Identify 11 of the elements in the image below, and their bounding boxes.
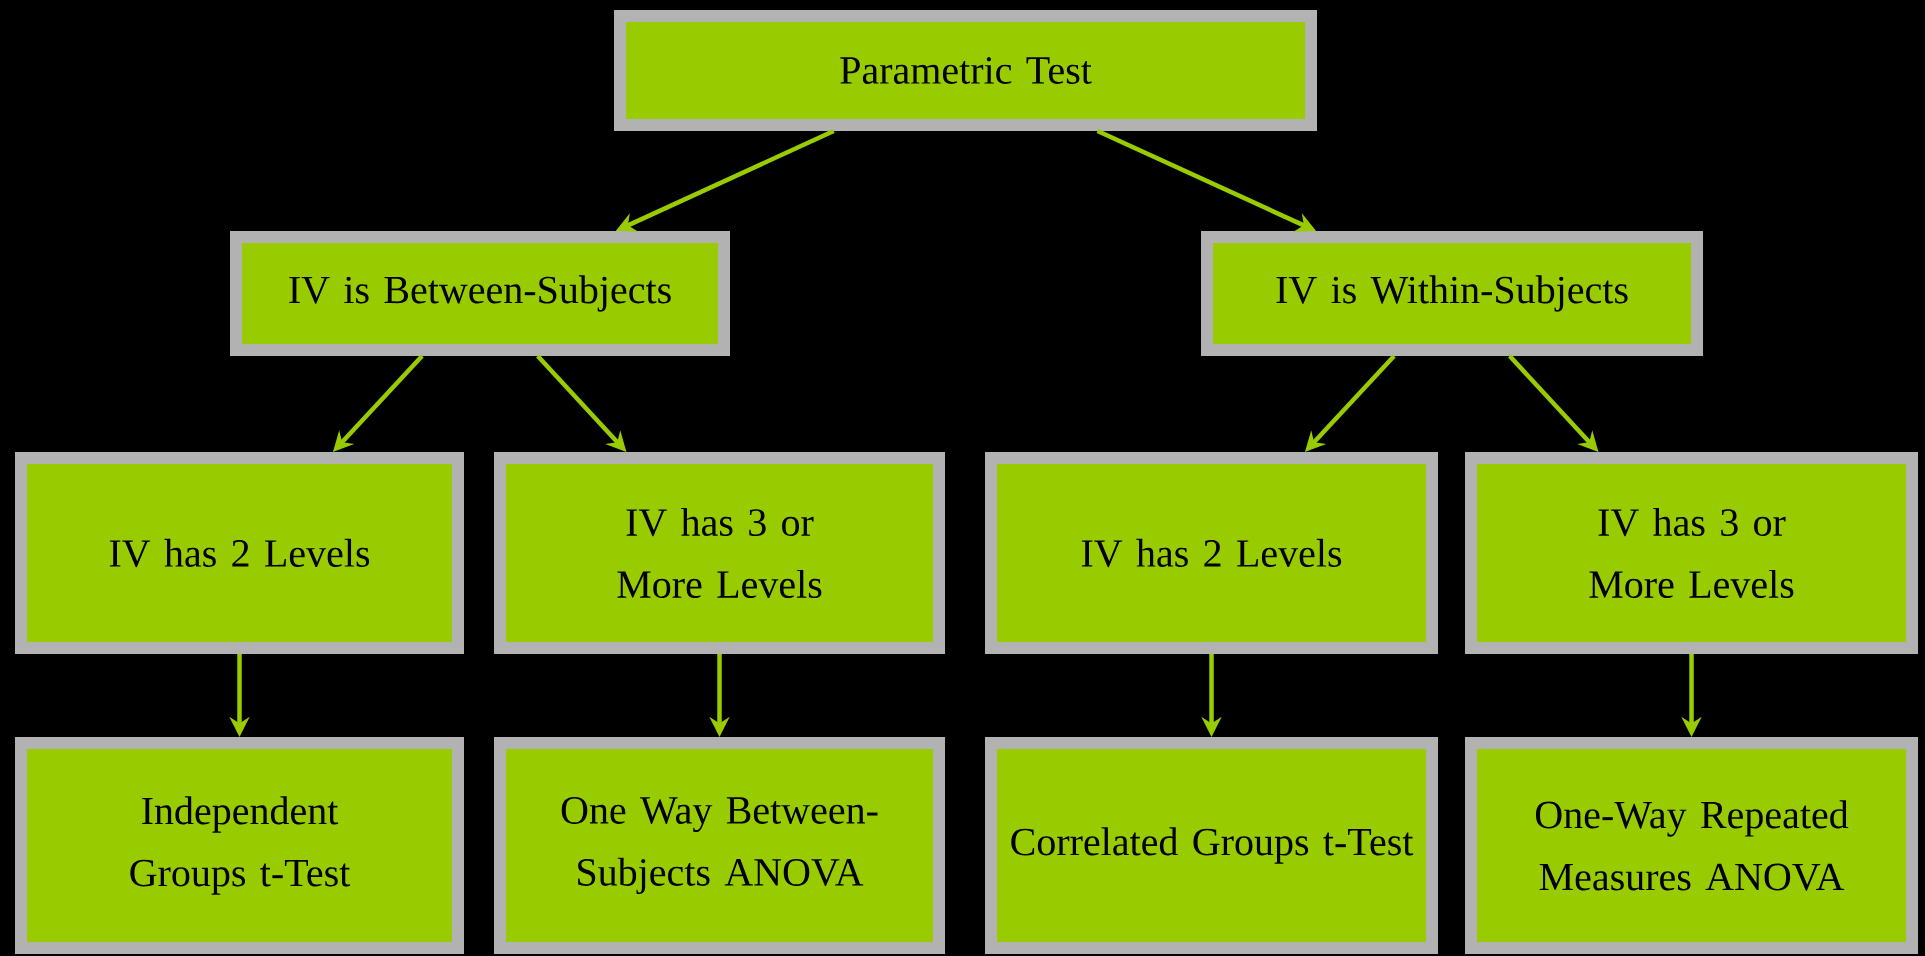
process-box: Independent Groups t-Test	[15, 737, 464, 954]
process-box: IV is Within-Subjects	[1201, 231, 1703, 356]
process-box: Parametric Test	[614, 10, 1317, 131]
process-box: IV has 3 or More Levels	[1465, 452, 1918, 654]
process-box: Correlated Groups t-Test	[985, 737, 1438, 954]
process-box: One-Way Repeated Measures ANOVA	[1465, 737, 1918, 954]
process-box: IV has 3 or More Levels	[494, 452, 945, 654]
process-box: IV has 2 Levels	[985, 452, 1438, 654]
process-box: IV is Between-Subjects	[230, 231, 730, 356]
process-box: IV has 2 Levels	[15, 452, 464, 654]
process-box: One Way Between-Subjects ANOVA	[494, 737, 945, 954]
